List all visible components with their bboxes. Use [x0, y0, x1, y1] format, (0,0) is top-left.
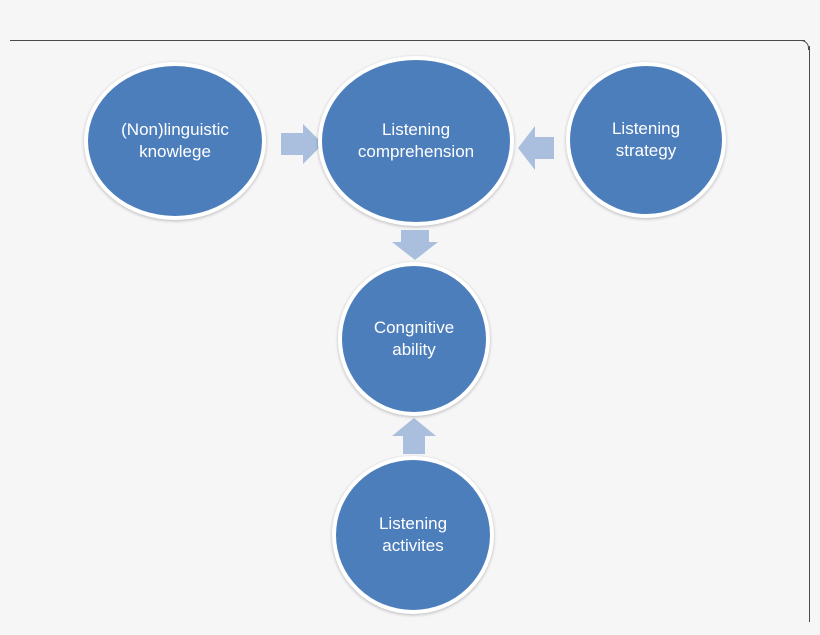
node-listening-strategy: Listening strategy [566, 62, 726, 218]
node-listening-comprehension: Listening comprehension [318, 56, 514, 226]
node-label: Listening activites [378, 514, 448, 555]
node-label: Listening comprehension [357, 120, 475, 161]
node-cognitive-ability: Congnitive ability [338, 262, 490, 416]
node-label: (Non)linguistic knowlege [121, 120, 229, 161]
frame-top-border [10, 40, 805, 41]
arrow-nonlinguistic-to-comprehension [281, 124, 323, 164]
node-nonlinguistic-knowledge: (Non)linguistic knowlege [84, 62, 266, 220]
node-listening-activities: Listening activites [332, 456, 494, 614]
arrow-activities-to-cognitive [392, 418, 436, 454]
frame-corner [799, 40, 809, 50]
node-label: Congnitive ability [373, 318, 455, 359]
node-label: Listening strategy [611, 119, 681, 160]
frame-right-border [809, 46, 810, 622]
arrow-strategy-to-comprehension [518, 126, 554, 170]
arrow-comprehension-to-cognitive [392, 230, 438, 260]
